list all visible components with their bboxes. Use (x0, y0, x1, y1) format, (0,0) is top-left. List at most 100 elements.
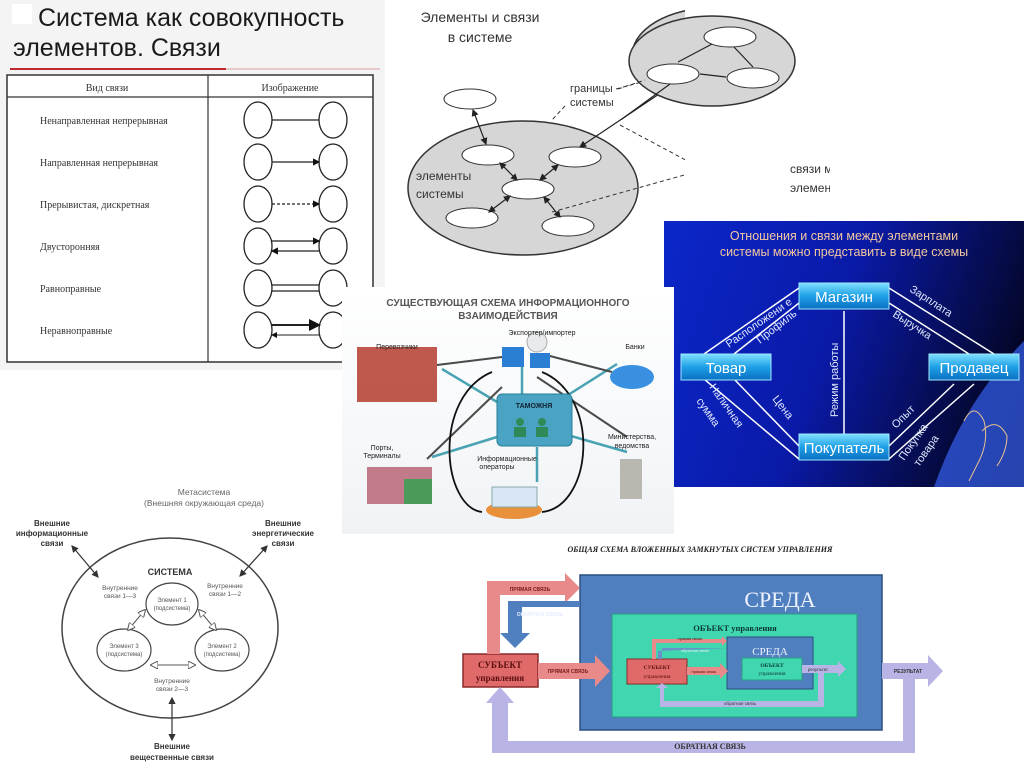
info-interaction-slide: СУЩЕСТВУЮЩАЯ СХЕМА ИНФОРМАЦИОННОГО ВЗАИМ… (342, 287, 674, 534)
edge-label-experience: Опыт (890, 403, 918, 431)
target-node-icon (318, 143, 348, 181)
int12-label-1: Внутренние (207, 583, 243, 590)
link-type-row: Ненаправленная непрерывная (40, 101, 348, 139)
int13-label-1: Внутренние (102, 585, 138, 592)
link-types-table (6, 74, 374, 363)
secondary-element (726, 67, 780, 89)
ministry-building-icon (620, 459, 642, 499)
element-3-label-1: Элемент 3 (109, 644, 139, 650)
ministries-label-2: ведомства (615, 443, 650, 450)
ext-info-arrow (71, 545, 99, 578)
column-header-image: Изображение (262, 83, 320, 94)
inner-environment-label: СРЕДА (752, 646, 788, 658)
node-shop-box (798, 282, 890, 310)
ext-info-label-1: Внешние (34, 519, 70, 528)
exporter-label: Экспортер/импортер (508, 330, 575, 337)
edge-label-hours: Режим работы (829, 343, 841, 417)
node-buyer-label: Покупатель (804, 440, 885, 457)
secondary-links (619, 43, 754, 120)
carriers-label: Перевозчики (376, 344, 418, 351)
info-interaction-diagram: СУЩЕСТВУЮЩАЯ СХЕМА ИНФОРМАЦИОННОГО ВЗАИМ… (357, 298, 656, 519)
node-seller: Продавец (928, 353, 1020, 381)
ext-material-label-1: Внешние (154, 742, 190, 751)
exporter-icon (502, 331, 550, 368)
node-seller-label: Продавец (940, 360, 1009, 377)
label-system-boundaries-2: системы (570, 97, 614, 109)
label-system-elements-2: системы (416, 187, 464, 201)
inner-subject-box (626, 658, 688, 685)
flow-arrow-right (541, 371, 585, 513)
int23-label-1: Внутренние (154, 678, 190, 685)
inner-direct-label: прямая связь (692, 669, 717, 674)
ext-info-label-3: связи (41, 539, 64, 548)
element-1-label-2: (подсистема) (154, 606, 191, 612)
shop-relations-slide: Отношения и связи между элементами систе… (664, 221, 1024, 487)
target-node-icon (318, 185, 348, 223)
diagram-title-line2: в системе (448, 29, 513, 45)
system-label: СИСТЕМА (148, 567, 193, 577)
label-system-boundaries-1: границы (570, 83, 613, 95)
info-title-line1: СУЩЕСТВУЮЩАЯ СХЕМА ИНФОРМАЦИОННОГО (386, 298, 629, 309)
int23-label-2: связи 2—3 (156, 686, 189, 693)
source-node-icon (243, 227, 273, 265)
source-node-icon (243, 185, 273, 223)
direct-top-label: ПРЯМАЯ СВЯЗЬ (510, 587, 551, 593)
inner-object-label-2: управления (758, 671, 785, 677)
subject-label-1: СУБЪЕКТ (478, 660, 522, 670)
inner-result-arrow (802, 661, 846, 677)
flow-arrow-left (448, 371, 493, 513)
feedback-bottom-label: ОБРАТНАЯ СВЯЗЬ (674, 742, 746, 751)
element-3 (96, 628, 152, 672)
system-element (541, 215, 595, 237)
link-type-label: Неравноправные (40, 326, 113, 337)
link-type-row: Неравноправные (40, 311, 348, 349)
result-label: РЕЗУЛЬТАТ (894, 669, 922, 675)
banks-icon (610, 365, 654, 389)
node-goods-box (680, 353, 772, 381)
diagram-title-line1: Элементы и связи (421, 9, 540, 25)
element-1 (145, 582, 199, 626)
element-2-label-2: (подсистема) (204, 652, 241, 658)
node-shop-label: Магазин (815, 289, 873, 306)
banks-label: Банки (625, 344, 644, 351)
direct-mid-arrow (538, 655, 610, 687)
ext-energy-arrow (239, 545, 268, 577)
result-arrow (882, 655, 943, 687)
node-goods: Товар (680, 353, 772, 381)
link-type-label: Равноправные (40, 284, 102, 295)
int13-label-2: связи 1—3 (104, 593, 137, 600)
secondary-element (703, 26, 757, 48)
link-type-label: Направленная непрерывная (40, 158, 158, 169)
link-type-label: Ненаправленная непрерывная (40, 116, 168, 127)
element-2 (194, 628, 250, 672)
annotation-leaders (551, 81, 685, 213)
shop-relations-diagram: Отношения и связи между элементами систе… (680, 229, 1024, 487)
target-node-icon (318, 101, 348, 139)
link-type-row: Прерывистая, дискретная (40, 185, 348, 223)
int12-label-2: связи 1—2 (209, 591, 242, 598)
environment-label: СРЕДА (744, 587, 815, 612)
link-type-row: Равноправные (40, 269, 348, 307)
element-2-label-1: Элемент 2 (207, 644, 237, 650)
link-type-label: Прерывистая, дискретная (40, 200, 150, 211)
node-buyer: Покупатель (798, 433, 890, 461)
relation-edges (703, 287, 995, 460)
direct-links (426, 353, 628, 460)
nested-control-slide: ОБЩАЯ СХЕМА ВЛОЖЕННЫХ ЗАМКНУТЫХ СИСТЕМ У… (450, 535, 950, 767)
secondary-system-overlay (617, 15, 796, 120)
ports-label-2: Терминалы (363, 453, 400, 460)
node-buyer-box (798, 433, 890, 461)
edge-label-revenue: Выручка (890, 308, 934, 342)
direct-top-arrow (487, 573, 580, 654)
operators-label-1: Информационные (477, 456, 537, 463)
elements-links-diagram-ext: связи между элементами (790, 162, 830, 195)
operators-docs-icon (491, 486, 538, 508)
system-element (548, 146, 602, 168)
customs-box (496, 393, 573, 447)
secondary-element (646, 63, 700, 85)
system-element-central (501, 178, 555, 200)
slide-title-line1: Система как совокупность (38, 4, 344, 32)
metasystem-label-2: (Внешняя окружающая среда) (144, 498, 264, 508)
inner-object-label-1: ОБЪЕКТ (760, 663, 784, 669)
node-goods-label: Товар (706, 360, 747, 377)
